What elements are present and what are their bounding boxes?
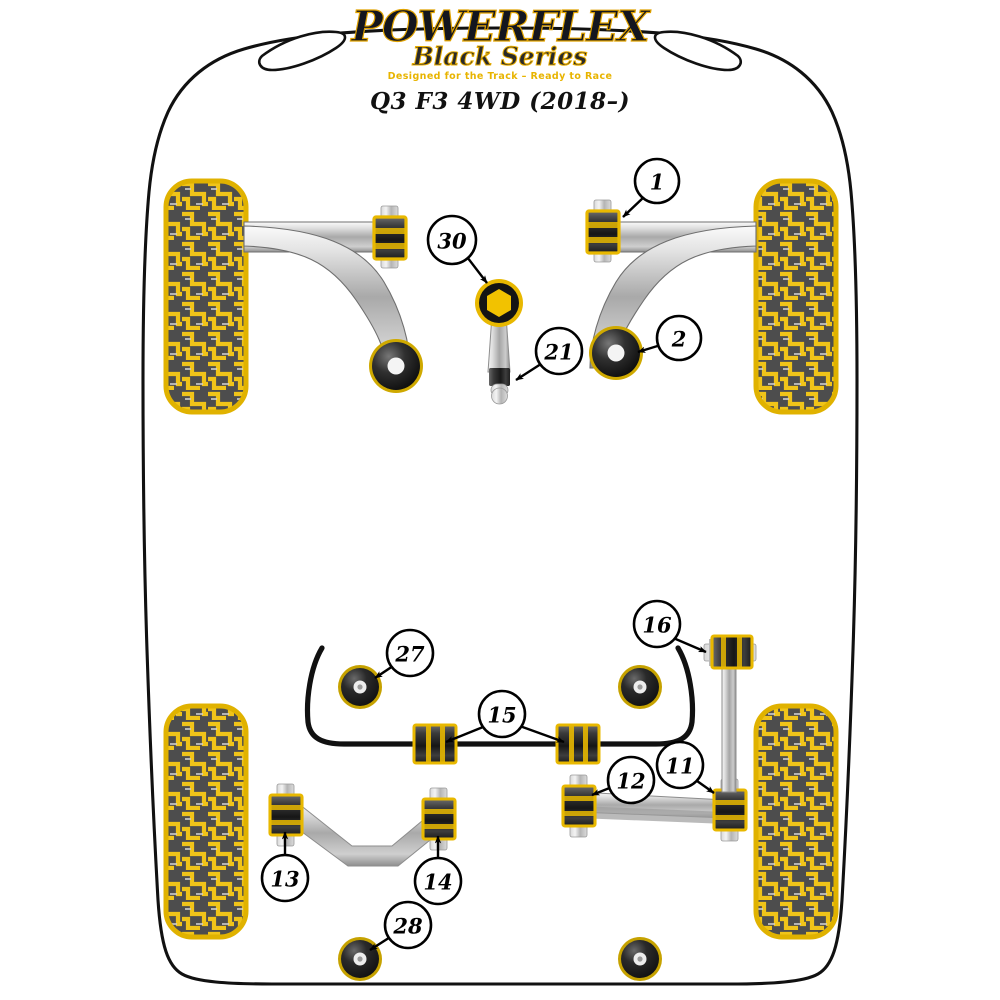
- front-right-tyre: [753, 178, 839, 415]
- callout-11[interactable]: 11: [655, 740, 705, 790]
- callout-2[interactable]: 2: [655, 314, 703, 362]
- rear-mount-right: [618, 937, 662, 981]
- callout-14[interactable]: 14: [413, 856, 463, 906]
- callout-12-number: 12: [616, 769, 645, 794]
- callout-28-number: 28: [392, 914, 423, 939]
- front-drop-link: [475, 279, 523, 405]
- callout-30-number: 30: [437, 229, 467, 254]
- rear-lower-arm-outer-bush: [712, 778, 748, 842]
- rear-lower-control-arm: [577, 791, 727, 824]
- rear-vertical-link: [703, 634, 757, 793]
- callout-13-number: 13: [270, 867, 299, 892]
- rear-subframe-mount-left: [338, 665, 382, 709]
- rear-mount-left: [338, 937, 382, 981]
- callout-27-number: 27: [394, 642, 425, 667]
- callout-15-number: 15: [487, 703, 516, 728]
- callout-13[interactable]: 13: [260, 853, 310, 903]
- callout-16-number: 16: [642, 613, 672, 638]
- callout-1-number: 1: [650, 170, 665, 195]
- leader-16: [670, 635, 707, 654]
- front-right-arm-bush: [585, 199, 621, 263]
- rear-track-control-arm: [268, 783, 457, 867]
- rear-arb-bush-right: [555, 723, 601, 765]
- front-right-wishbone: [589, 221, 757, 380]
- callout-15[interactable]: 15: [477, 689, 527, 739]
- rear-anti-roll-bar: [304, 645, 696, 747]
- callout-21[interactable]: 21: [534, 326, 584, 376]
- rear-lower-arm-inner-bush: [561, 774, 597, 838]
- callout-12[interactable]: 12: [606, 755, 656, 805]
- callout-27[interactable]: 27: [385, 628, 435, 678]
- callout-2-number: 2: [671, 327, 687, 352]
- front-left-tyre: [163, 178, 249, 415]
- callout-30[interactable]: 30: [426, 214, 478, 266]
- rear-subframe-mount-right: [618, 665, 662, 709]
- callout-16[interactable]: 16: [632, 599, 682, 649]
- callout-14-number: 14: [423, 870, 452, 895]
- rear-arb-bush-left: [412, 723, 458, 765]
- rear-left-tyre: [163, 703, 249, 940]
- front-left-arm-bush: [372, 205, 408, 269]
- rear-right-tyre: [753, 703, 839, 940]
- leader-1: [622, 195, 646, 218]
- callout-1[interactable]: 1: [633, 157, 681, 205]
- vehicle-body-outline: [141, 26, 859, 986]
- leader-15b: [516, 723, 565, 744]
- callout-28[interactable]: 28: [383, 900, 433, 950]
- callout-11-number: 11: [665, 754, 694, 779]
- callout-21-number: 21: [543, 340, 573, 365]
- front-left-wishbone: [243, 221, 423, 393]
- leader-15a: [445, 723, 489, 744]
